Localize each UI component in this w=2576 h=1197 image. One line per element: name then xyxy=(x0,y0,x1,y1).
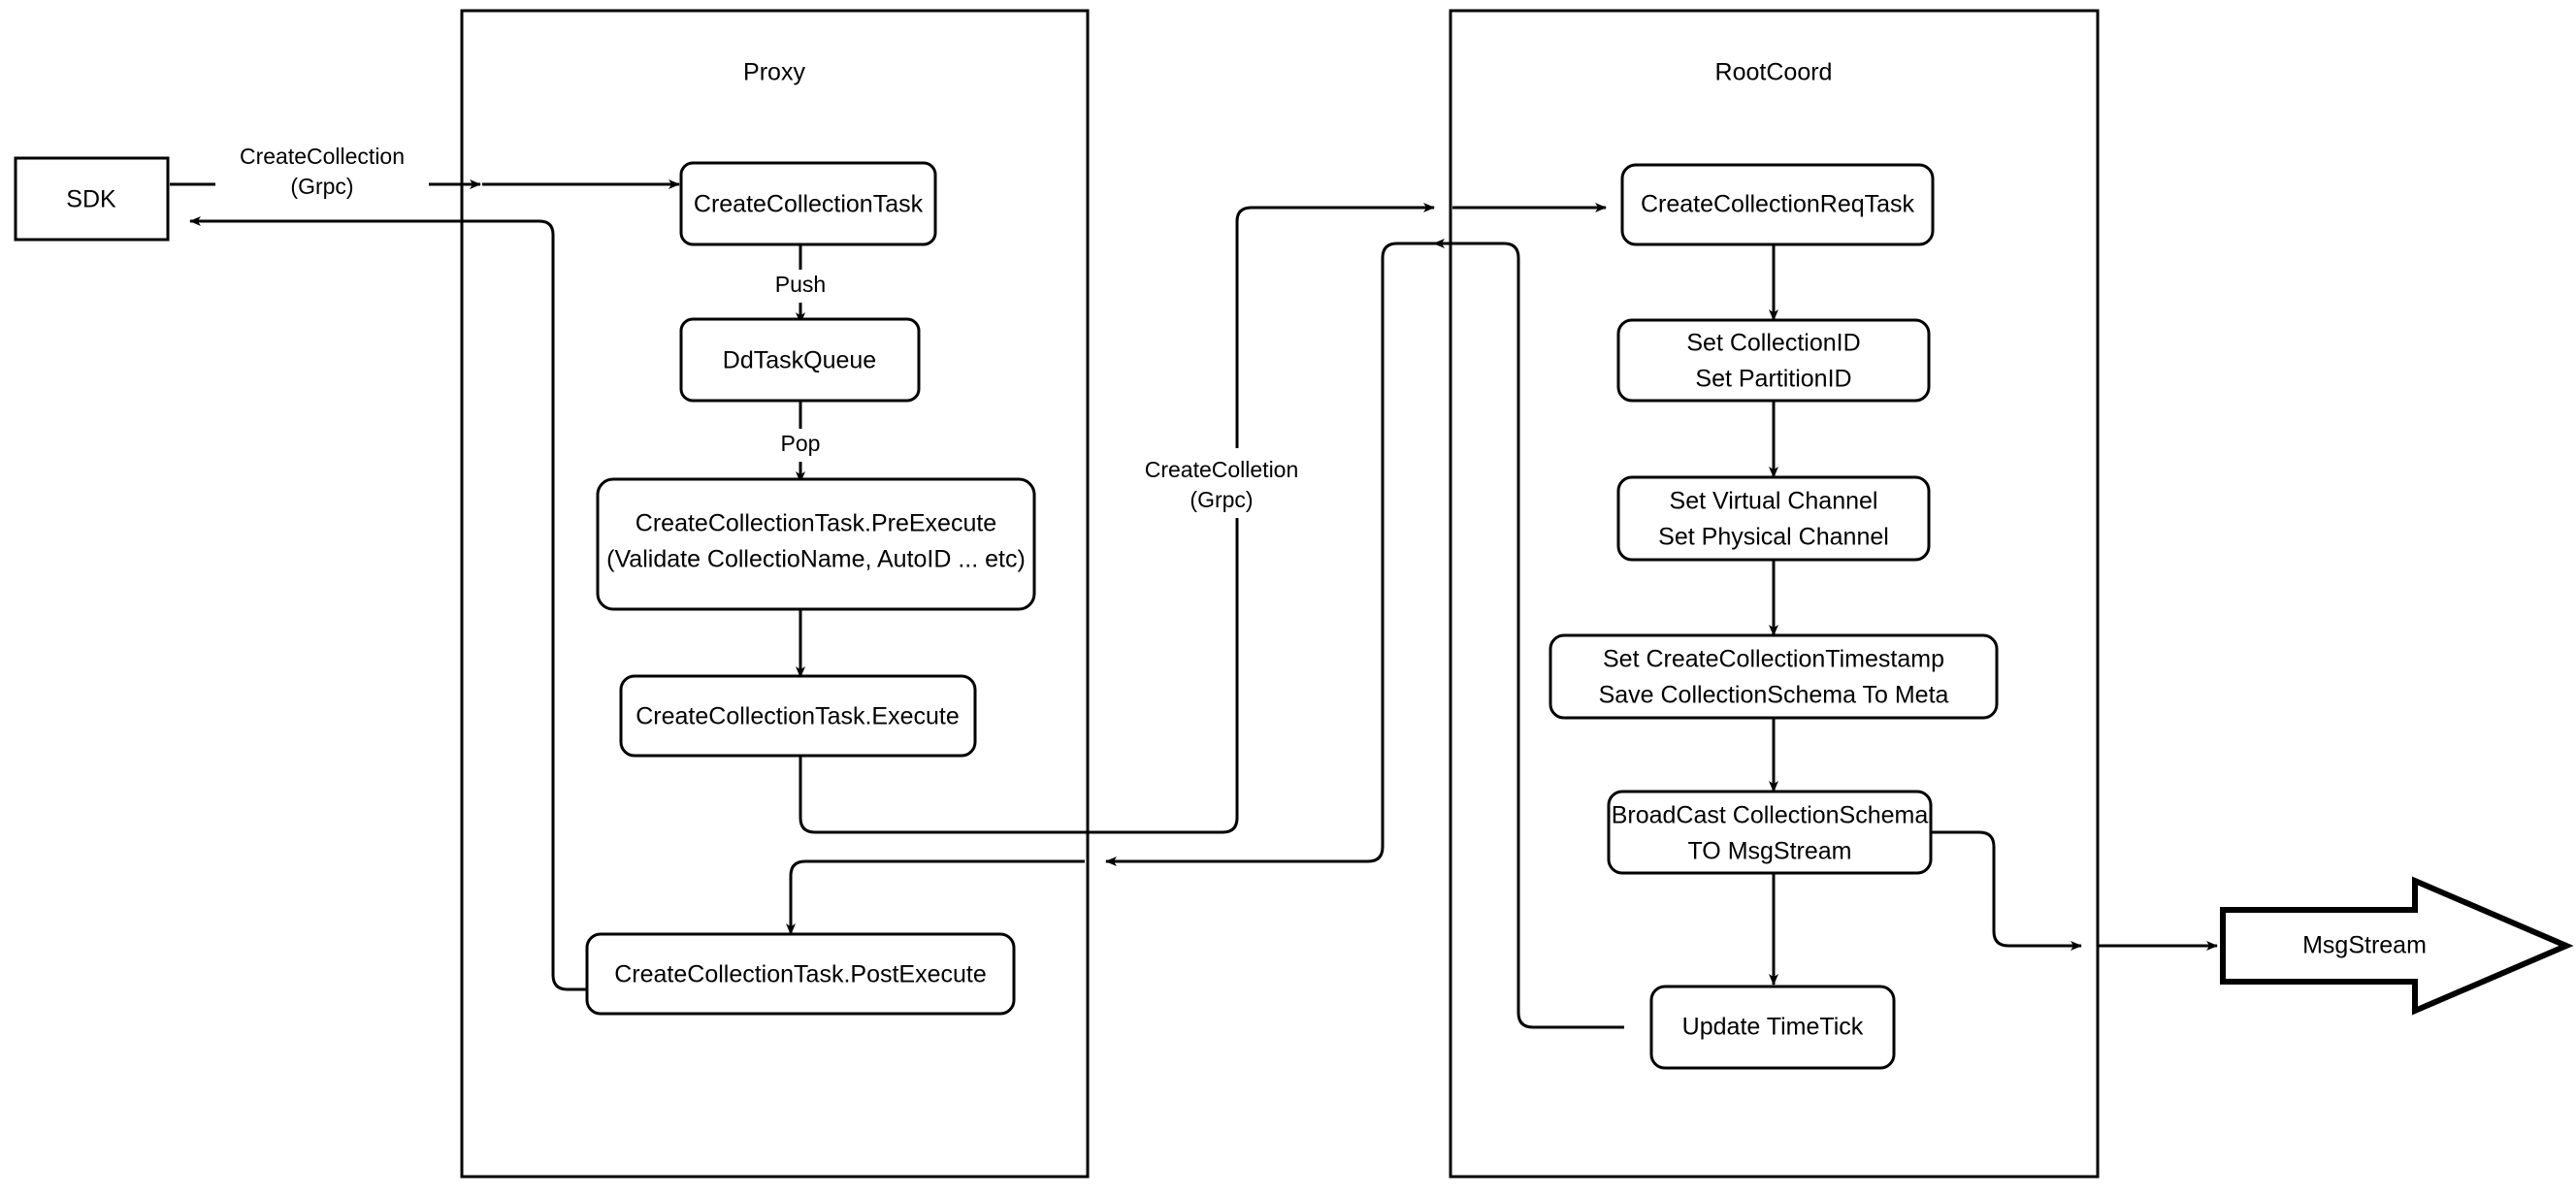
post-execute-box[interactable] xyxy=(585,932,1016,1016)
create-collection-req-task-label: CreateCollectionReqTask xyxy=(1641,191,1915,218)
dd-task-queue-box[interactable] xyxy=(679,317,921,403)
pre-execute-box[interactable] xyxy=(596,477,1036,611)
dd-task-queue-label: DdTaskQueue xyxy=(723,347,876,374)
set-ids-label-line2: Set PartitionID xyxy=(1695,366,1851,393)
node-msgstream[interactable]: MsgStream xyxy=(2220,876,2574,1016)
edge-execute-to-rootcoord xyxy=(799,203,1435,834)
sdk-grpc-label-line1: CreateCollection xyxy=(240,144,405,169)
sdk-grpc-label-bg xyxy=(215,136,429,206)
set-timestamp-box[interactable] xyxy=(1549,633,1999,720)
pre-execute-label-line1: CreateCollectionTask.PreExecute xyxy=(636,510,996,537)
node-broadcast[interactable]: BroadCast CollectionSchema TO MsgStream xyxy=(1607,790,1933,875)
node-execute[interactable]: CreateCollectionTask.Execute xyxy=(619,674,977,758)
pre-execute-label-line2: (Validate CollectioName, AutoID ... etc) xyxy=(606,546,1026,573)
sdk-grpc-label-line2: (Grpc) xyxy=(290,174,353,199)
update-timetick-box[interactable] xyxy=(1649,985,1896,1070)
node-create-collection-req-task[interactable]: CreateCollectionReqTask xyxy=(1620,163,1935,246)
msgstream-label: MsgStream xyxy=(2302,932,2427,959)
node-update-timetick[interactable]: Update TimeTick xyxy=(1649,985,1896,1070)
node-dd-task-queue[interactable]: DdTaskQueue xyxy=(679,317,921,403)
execute-label: CreateCollectionTask.Execute xyxy=(636,703,960,730)
proxy-rootcoord-grpc-label-line2: (Grpc) xyxy=(1190,487,1253,512)
edge-label-sdk-grpc: CreateCollection (Grpc) xyxy=(215,136,429,206)
proxy-rootcoord-grpc-label-bg xyxy=(1137,448,1337,518)
set-channels-box[interactable] xyxy=(1616,475,1931,562)
set-timestamp-label-line2: Save CollectionSchema To Meta xyxy=(1599,682,1949,709)
edge-label-pop: Pop xyxy=(766,429,834,462)
rootcoord-title: RootCoord xyxy=(1715,59,1833,86)
proxy-title: Proxy xyxy=(743,59,805,86)
edge-return-to-postexecute xyxy=(786,859,1085,935)
set-ids-box[interactable] xyxy=(1616,318,1931,403)
create-collection-task-label: CreateCollectionTask xyxy=(694,191,924,218)
edge-postexecute-to-sdk xyxy=(189,216,587,991)
update-timetick-label: Update TimeTick xyxy=(1682,1014,1864,1041)
pop-label-bg xyxy=(766,429,834,462)
edge-timetick-return-to-boundary xyxy=(1433,239,1624,1029)
push-label-bg xyxy=(763,270,838,303)
node-create-collection-task[interactable]: CreateCollectionTask xyxy=(679,161,937,246)
execute-box[interactable] xyxy=(619,674,977,758)
edge-rootcoord-return-cross xyxy=(1105,242,1449,866)
node-post-execute[interactable]: CreateCollectionTask.PostExecute xyxy=(585,932,1016,1016)
node-set-timestamp[interactable]: Set CreateCollectionTimestamp Save Colle… xyxy=(1549,633,1999,720)
set-ids-label-line1: Set CollectionID xyxy=(1686,330,1860,357)
edge-broadcast-to-boundary xyxy=(1931,830,2082,951)
broadcast-label-line2: TO MsgStream xyxy=(1687,838,1851,865)
sdk-label: SDK xyxy=(66,186,116,213)
node-set-channels[interactable]: Set Virtual Channel Set Physical Channel xyxy=(1616,475,1931,562)
proxy-rootcoord-grpc-label-line1: CreateColletion xyxy=(1145,457,1299,482)
node-pre-execute[interactable]: CreateCollectionTask.PreExecute (Validat… xyxy=(596,477,1036,611)
push-label: Push xyxy=(775,272,826,297)
post-execute-label: CreateCollectionTask.PostExecute xyxy=(614,961,987,988)
set-timestamp-label-line1: Set CreateCollectionTimestamp xyxy=(1603,646,1944,673)
create-collection-req-task-box[interactable] xyxy=(1620,163,1935,246)
msgstream-arrow-shape[interactable] xyxy=(2220,876,2574,1016)
node-sdk[interactable]: SDK xyxy=(14,156,170,242)
broadcast-label-line1: BroadCast CollectionSchema xyxy=(1612,802,1929,829)
create-collection-task-box[interactable] xyxy=(679,161,937,246)
set-channels-label-line1: Set Virtual Channel xyxy=(1670,488,1878,515)
set-channels-label-line2: Set Physical Channel xyxy=(1658,524,1889,551)
edge-label-push: Push xyxy=(763,270,838,303)
sdk-box[interactable] xyxy=(14,156,170,242)
broadcast-box[interactable] xyxy=(1607,790,1933,875)
node-set-ids[interactable]: Set CollectionID Set PartitionID xyxy=(1616,318,1931,403)
pop-label: Pop xyxy=(781,431,821,456)
edge-label-proxy-rootcoord-grpc: CreateColletion (Grpc) xyxy=(1137,448,1337,518)
